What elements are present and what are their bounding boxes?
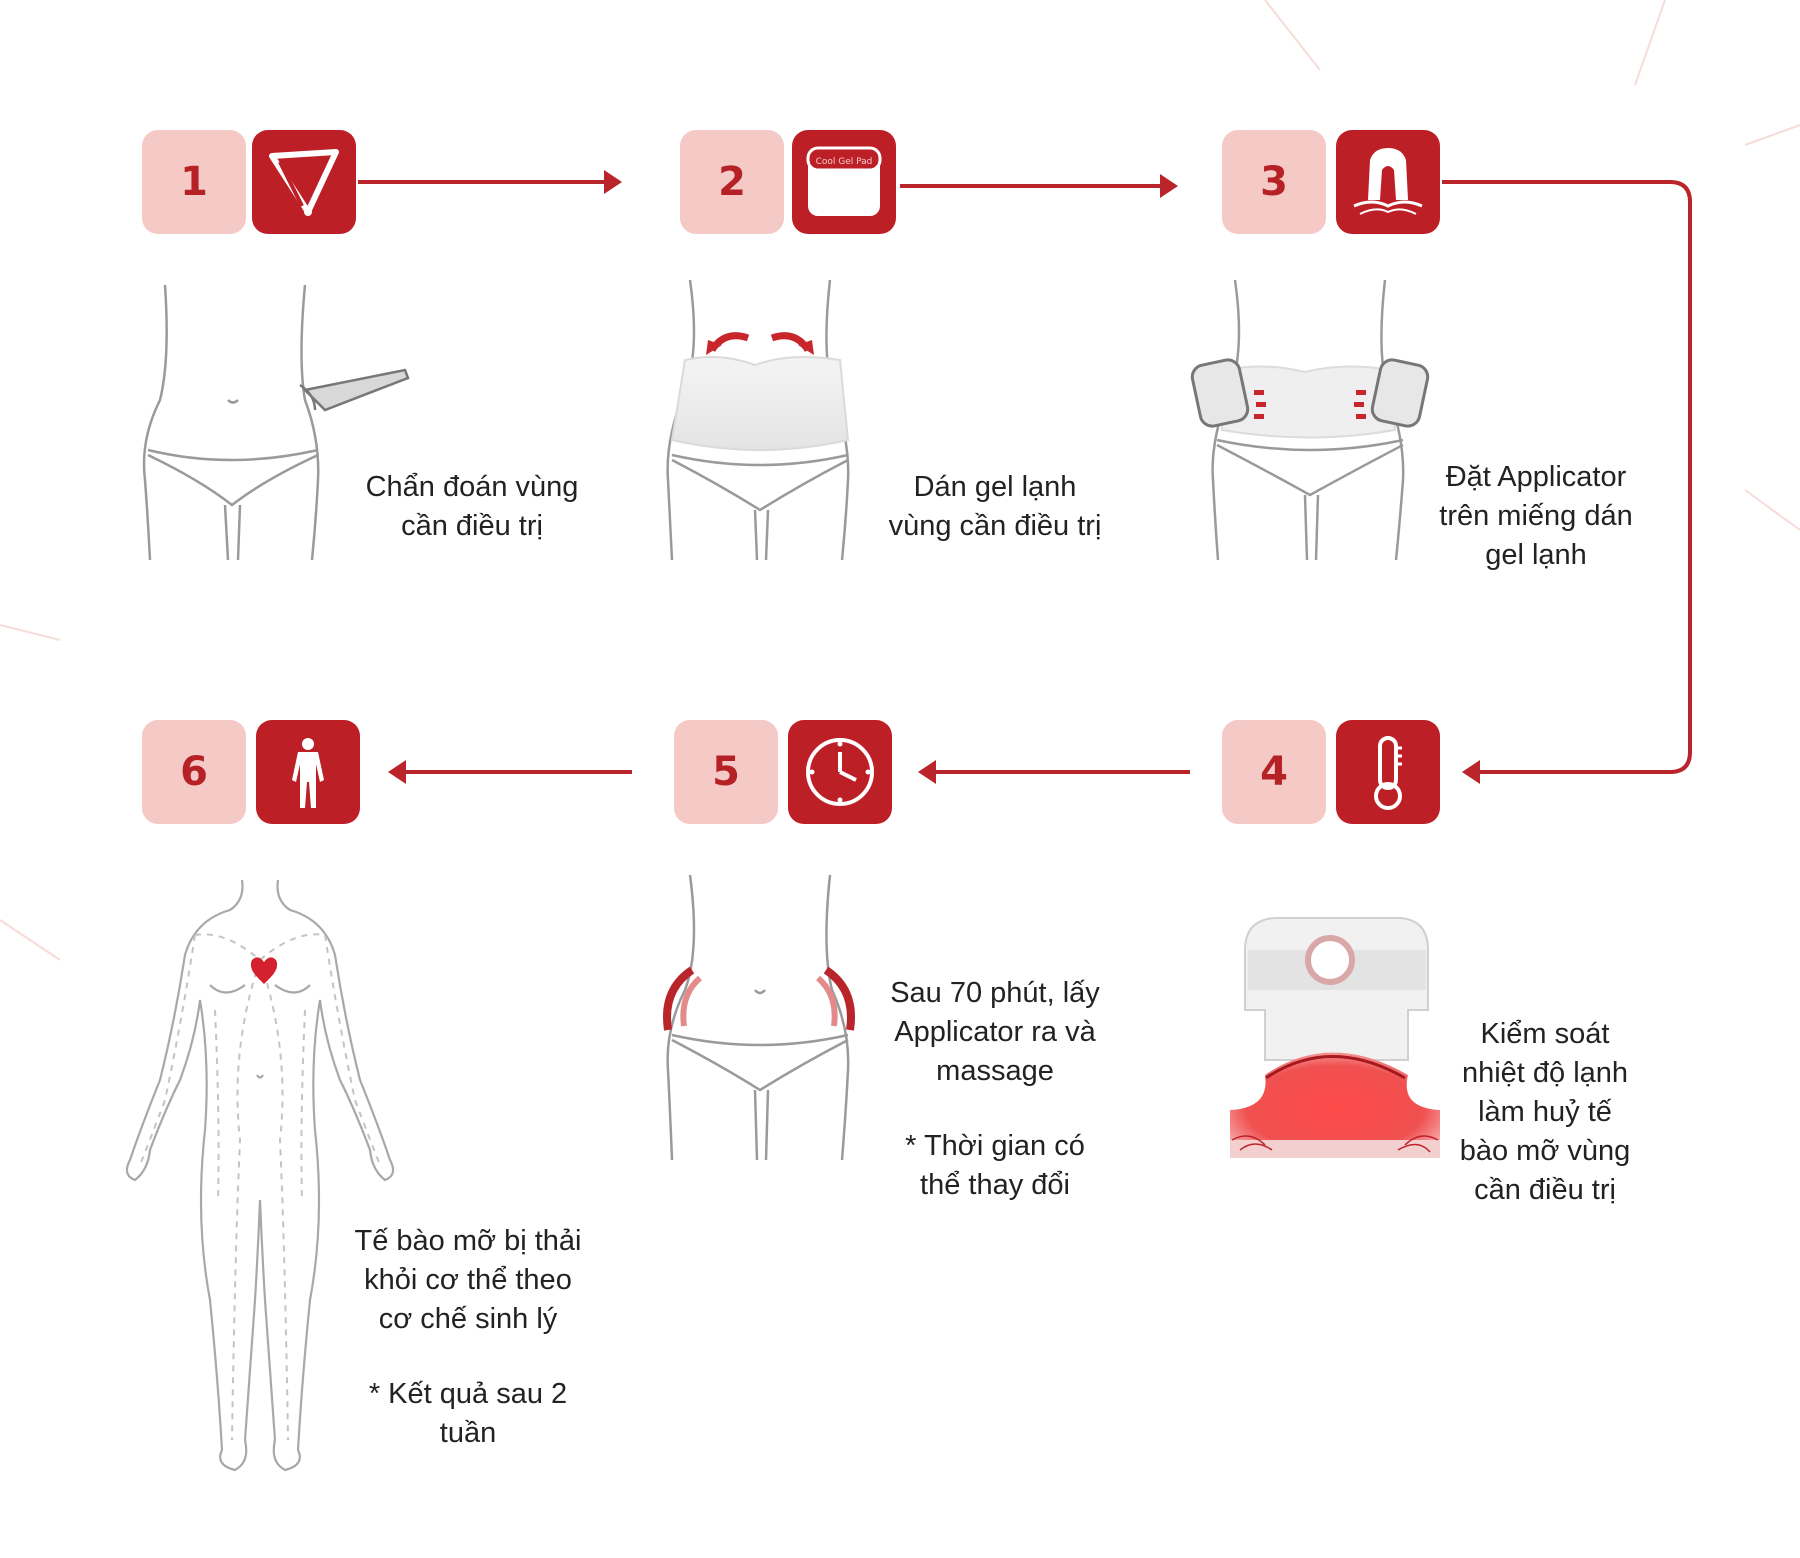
step-1-illustration	[142, 284, 410, 561]
step-5-caption: Sau 70 phút, lấy Applicator ra và massag…	[845, 974, 1145, 1205]
applicator-icon	[1336, 130, 1440, 234]
clock-icon	[788, 720, 892, 824]
step-5-note: * Thời gian có	[905, 1130, 1085, 1162]
arrow-3-to-4	[1442, 180, 1692, 774]
background-decoration	[0, 0, 1800, 961]
step-4-illustration	[1230, 917, 1440, 1158]
heart-mark	[250, 957, 278, 984]
step-3-illustration	[1190, 279, 1430, 561]
step-1-number: 1	[142, 130, 246, 234]
step-6-number: 6	[142, 720, 246, 824]
arrowhead-left-5	[918, 760, 936, 784]
arrowhead-right-2	[1160, 174, 1178, 198]
arrowhead-left-6	[388, 760, 406, 784]
step-5-illustration	[663, 874, 855, 1161]
step-6-illustration	[125, 879, 395, 1472]
gel-pad-label: Cool Gel Pad	[816, 157, 873, 167]
thermometer-icon	[1336, 720, 1440, 824]
connector-arrows	[358, 180, 1692, 774]
step-5-number: 5	[674, 720, 778, 824]
arrowheads	[388, 170, 1480, 784]
gel-pad-icon: Cool Gel Pad	[792, 130, 896, 234]
step-2-caption: Dán gel lạnh vùng cần điều trị	[888, 471, 1102, 542]
arrowhead-left-4	[1462, 760, 1480, 784]
step-1-caption: Chẩn đoán vùng cần điều trị	[365, 471, 579, 542]
step-3-caption: Đặt Applicator trên miếng dán gel lạnh	[1439, 461, 1633, 571]
arrowhead-right-1	[604, 170, 622, 194]
step-6-note: * Kết quả sau 2	[368, 1378, 568, 1410]
body-icon	[256, 720, 360, 824]
step-2-number: 2	[680, 130, 784, 234]
step-2-illustration	[666, 279, 850, 561]
step-4-caption: Kiểm soát nhiệt độ lạnh làm huỷ tế bào m…	[1459, 1018, 1631, 1206]
step-6-caption: Tế bào mỡ bị thải khỏi cơ thể theo cơ ch…	[318, 1222, 618, 1453]
step-4-number: 4	[1222, 720, 1326, 824]
step-3-number: 3	[1222, 130, 1326, 234]
caliper-icon	[252, 130, 356, 234]
